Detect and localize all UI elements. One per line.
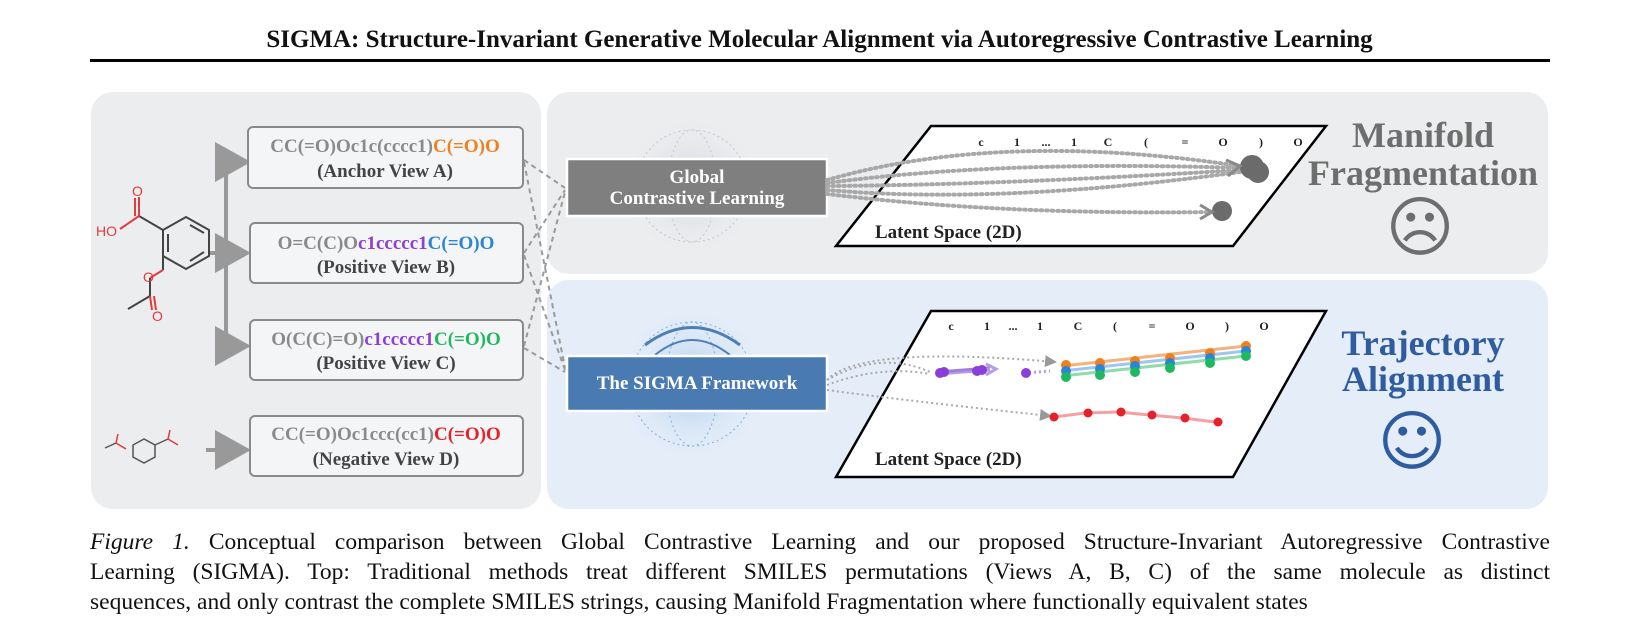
figure-1: O HO O O CC(=O)Oc1c(cccc1)C(=O)O (Anchor… [0, 0, 1639, 520]
view-c-smiles-prefix: O(C(C)=O) [271, 329, 364, 350]
top-token-1: 1 [1014, 135, 1020, 149]
top-token-5: ( [1144, 135, 1148, 149]
top-token-6: = [1182, 135, 1189, 149]
figure-caption-line1: Figure 1. Conceptual comparison between … [90, 527, 1550, 557]
view-c-smiles-mid: c1ccccc1 [364, 329, 434, 350]
view-b-label: (Positive View B) [317, 257, 455, 278]
bottom-token-3: 1 [1037, 319, 1043, 333]
figure-caption-line2: Learning (SIGMA). Top: Traditional metho… [90, 557, 1550, 587]
bottom-token-0: c [948, 319, 954, 333]
global-box-line2: Contrastive Learning [610, 188, 785, 209]
fragmentation-line2: Fragmentation [1308, 153, 1538, 193]
view-d-smiles-prefix: CC(=O)Oc1ccc(cc1) [271, 424, 434, 445]
view-b-smiles-mid: c1ccccc1 [358, 233, 428, 254]
top-token-3: 1 [1071, 135, 1077, 149]
bottom-token-5: ( [1113, 319, 1117, 333]
top-token-4: C [1104, 135, 1113, 149]
global-box-line1: Global [670, 167, 725, 188]
figure-caption-line3: sequences, and only contrast the complet… [90, 587, 1550, 617]
view-b-smiles-prefix: O=C(C)O [278, 233, 358, 254]
caption-text-1: Conceptual comparison between Global Con… [209, 529, 1550, 555]
view-box-c: O(C(C)=O)c1ccccc1C(=O)O (Positive View C… [250, 320, 523, 380]
sad-face-icon: ☹ [1386, 189, 1455, 266]
global-contrastive-box: Global Contrastive Learning [567, 159, 827, 216]
view-box-d: CC(=O)Oc1ccc(cc1)C(=O)O (Negative View D… [250, 416, 523, 476]
sigma-framework-box: The SIGMA Framework [567, 356, 827, 411]
top-token-7: O [1218, 135, 1227, 149]
top-latent-label: Latent Space (2D) [875, 222, 1022, 243]
view-a-smiles-suffix: C(=O)O [433, 136, 500, 157]
atom-ho: HO [96, 223, 117, 239]
sigma-box-label: The SIGMA Framework [597, 373, 798, 394]
view-a-smiles-prefix: CC(=O)Oc1c(cccc1) [270, 136, 433, 157]
view-d-smiles-suffix: C(=O)O [434, 424, 501, 445]
top-token-9: O [1293, 135, 1302, 149]
view-d-label: (Negative View D) [313, 449, 460, 470]
top-token-2: ... [1042, 135, 1051, 149]
view-c-smiles-suffix: C(=O)O [434, 329, 501, 350]
happy-face-icon: ☺ [1378, 403, 1447, 480]
bottom-token-2: ... [1009, 319, 1018, 333]
bottom-latent-label: Latent Space (2D) [875, 449, 1022, 470]
svg-text:CC(=O)Oc1ccc(cc1)C(=O)O: CC(=O)Oc1ccc(cc1)C(=O)O [271, 424, 501, 445]
view-a-label: (Anchor View A) [317, 161, 453, 182]
svg-text:CC(=O)Oc1c(cccc1)C(=O)O: CC(=O)Oc1c(cccc1)C(=O)O [270, 136, 500, 157]
bottom-token-7: O [1185, 319, 1194, 333]
atom-o-carbonyl: O [152, 308, 163, 324]
atom-o-ester: O [143, 269, 154, 285]
alignment-line1: Trajectory [1341, 323, 1504, 363]
view-c-label: (Positive View C) [316, 353, 455, 374]
view-box-b: O=C(C)Oc1ccccc1C(=O)O (Positive View B) [250, 223, 523, 283]
bottom-token-9: O [1259, 319, 1268, 333]
bottom-token-6: = [1149, 319, 1156, 333]
atom-o-top: O [132, 183, 143, 199]
bottom-token-8: ) [1225, 319, 1229, 333]
top-token-8: ) [1259, 135, 1263, 149]
view-b-smiles-suffix: C(=O)O [428, 233, 495, 254]
figure-label: Figure 1. [90, 529, 190, 555]
top-token-0: c [978, 135, 984, 149]
bottom-token-1: 1 [984, 319, 990, 333]
svg-text:O(C(C)=O)c1ccccc1C(=O)O: O(C(C)=O)c1ccccc1C(=O)O [271, 329, 501, 350]
fragmentation-line1: Manifold [1352, 115, 1494, 155]
view-box-a: CC(=O)Oc1c(cccc1)C(=O)O (Anchor View A) [248, 127, 523, 188]
alignment-line2: Alignment [1342, 359, 1504, 399]
svg-text:O=C(C)Oc1ccccc1C(=O)O: O=C(C)Oc1ccccc1C(=O)O [278, 233, 495, 254]
bottom-token-4: C [1074, 319, 1083, 333]
